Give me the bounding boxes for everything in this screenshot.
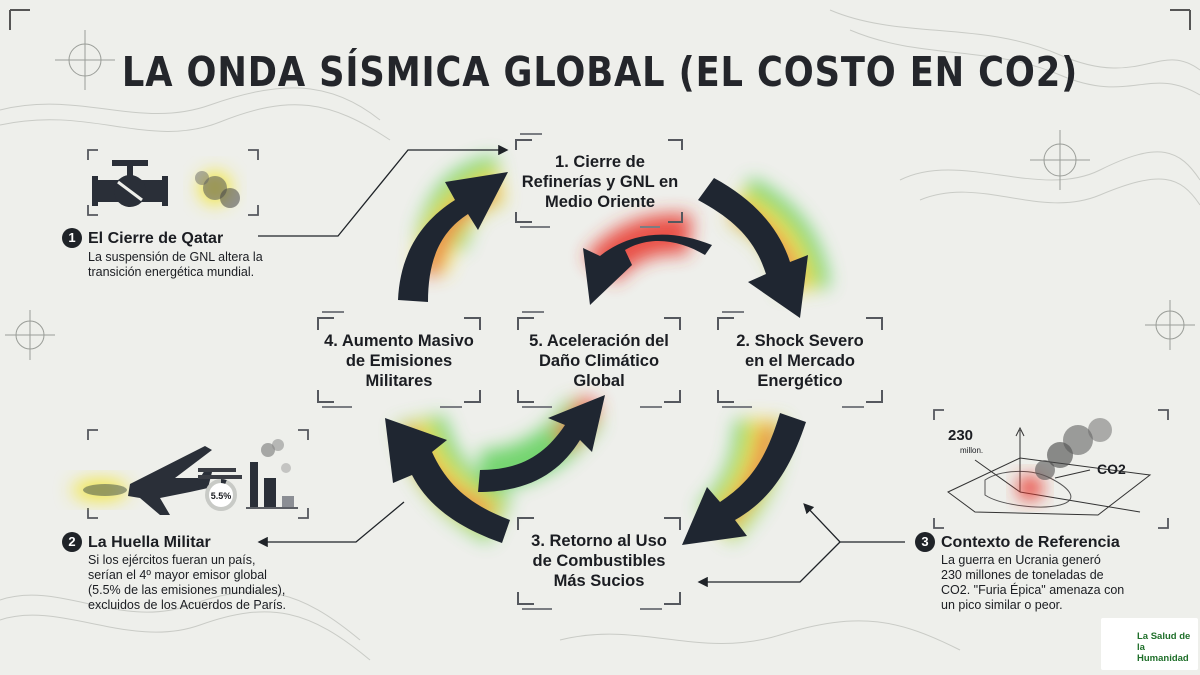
map-smoke-icon [947,418,1152,516]
arrow-to-center-lower [478,395,605,492]
factory-icon [246,439,298,509]
page-title: LA ONDA SÍSMICA GLOBAL (EL COSTO EN CO2) [121,48,1079,96]
context-title-text: Contexto de Referencia [941,534,1120,551]
node-1-label: 1. Cierre de Refinerías y GNL en Medio O… [521,153,679,211]
node-4: 4. Aumento Masivo de Emisiones Militares [318,331,480,391]
qatar-title: 1 El Cierre de Qatar [62,228,223,248]
node-frames [317,139,883,605]
military-percent: 5.5% [210,491,232,501]
node-2-label: 2. Shock Severo en el Mercado Energético [736,332,864,390]
cycle-arrows [385,172,808,545]
context-gas: CO2 [1097,461,1126,477]
node-4-label: 4. Aumento Masivo de Emisiones Militares [324,332,474,390]
fighter-jet-icon [72,446,212,515]
arrow-1-to-2 [698,178,808,318]
qatar-description: La suspensión de GNL altera la transició… [88,250,263,279]
qatar-number-badge: 1 [62,228,82,248]
node-tick-bars [322,133,864,610]
arrow-3-to-4 [385,418,510,543]
context-value: 230 [948,427,974,444]
military-title-text: La Huella Militar [88,534,211,551]
node-3-label: 3. Retorno al Uso de Combustibles Más Su… [531,532,667,590]
military-title: 2 La Huella Militar [62,532,211,552]
context-description: La guerra en Ucrania generó 230 millones… [941,553,1125,612]
node-1: 1. Cierre de Refinerías y GNL en Medio O… [520,152,680,212]
arrow-2-to-3 [682,413,806,545]
icon-frames [87,149,1169,529]
context-number-badge: 3 [915,532,935,552]
context-title: 3 Contexto de Referencia [915,532,1120,552]
node-5: 5. Aceleración del Daño Climático Global [518,331,680,391]
valve-icon [92,160,240,208]
node-5-label: 5. Aceleración del Daño Climático Global [529,332,669,390]
military-description: Si los ejércitos fueran un país, serían … [88,553,287,612]
context-unit: millon. [960,446,984,455]
arrow-to-center-upper [583,234,712,305]
emission-share-icon [198,468,242,511]
military-number-badge: 2 [62,532,82,552]
node-2: 2. Shock Severo en el Mercado Energético [718,331,882,391]
brand-logo-text: La Salud de la Humanidad [1137,631,1191,664]
qatar-title-text: El Cierre de Qatar [88,230,224,247]
brand-logo: La Salud de la Humanidad [1101,618,1198,670]
connectors [257,144,905,588]
node-3: 3. Retorno al Uso de Combustibles Más Su… [518,531,680,591]
arrow-4-to-1 [398,172,508,302]
